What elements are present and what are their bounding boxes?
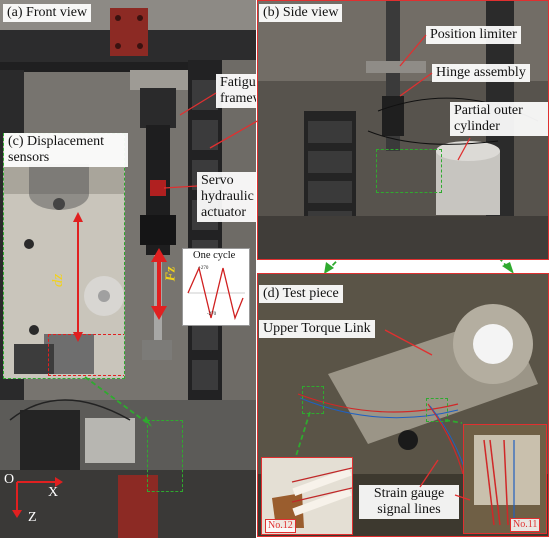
inset-no11: No.11 <box>463 424 547 534</box>
fz-label: Fz <box>163 266 179 282</box>
fatigue-framework-label: Fatigue testing framework <box>216 74 256 108</box>
axis-x-label: X <box>48 485 59 500</box>
strain-gauge-lines-label: Strain gauge signal lines <box>359 485 459 519</box>
test-piece-title: (d) Test piece <box>259 285 343 303</box>
one-cycle-chart: One cycle +270 -270 <box>182 248 250 326</box>
front-view-title: (a) Front view <box>3 4 92 22</box>
sensor-highlight-box <box>48 334 124 376</box>
hinge-assembly-label: Hinge assembly <box>432 64 530 82</box>
cycle-waveform <box>187 265 245 321</box>
upper-torque-link-label: Upper Torque Link <box>259 320 375 338</box>
one-cycle-title: One cycle <box>193 250 236 261</box>
panel-displacement-sensors: dz <box>3 133 125 379</box>
gauge-box-11 <box>426 398 448 422</box>
displacement-sensors-photo <box>4 134 124 378</box>
cycle-tick-top: +270 <box>198 266 209 271</box>
coordinate-axes <box>12 477 63 518</box>
no11-badge: No.11 <box>510 518 541 532</box>
dz-label: dz <box>50 273 67 288</box>
gauge-box-12 <box>302 386 324 414</box>
axis-z-label: Z <box>28 510 37 525</box>
inset-no12: No.12 <box>261 457 353 535</box>
no12-badge: No.12 <box>265 519 296 533</box>
partial-outer-cylinder-label: Partial outer cylinder <box>450 102 548 136</box>
axis-origin-label: O <box>4 472 15 487</box>
no11-gauge-photo <box>464 425 546 533</box>
position-limiter-label: Position limiter <box>426 26 521 44</box>
cycle-tick-bottom: -270 <box>207 312 217 317</box>
sensor-region-box <box>147 420 183 492</box>
displacement-sensors-title: (c) Displacement sensors <box>4 133 128 167</box>
force-arrow <box>151 248 167 320</box>
dz-arrow <box>73 212 83 342</box>
servo-actuator-label: Servo hydraulic actuator <box>197 172 256 222</box>
test-piece-box <box>376 149 442 193</box>
side-view-title: (b) Side view <box>259 4 343 22</box>
